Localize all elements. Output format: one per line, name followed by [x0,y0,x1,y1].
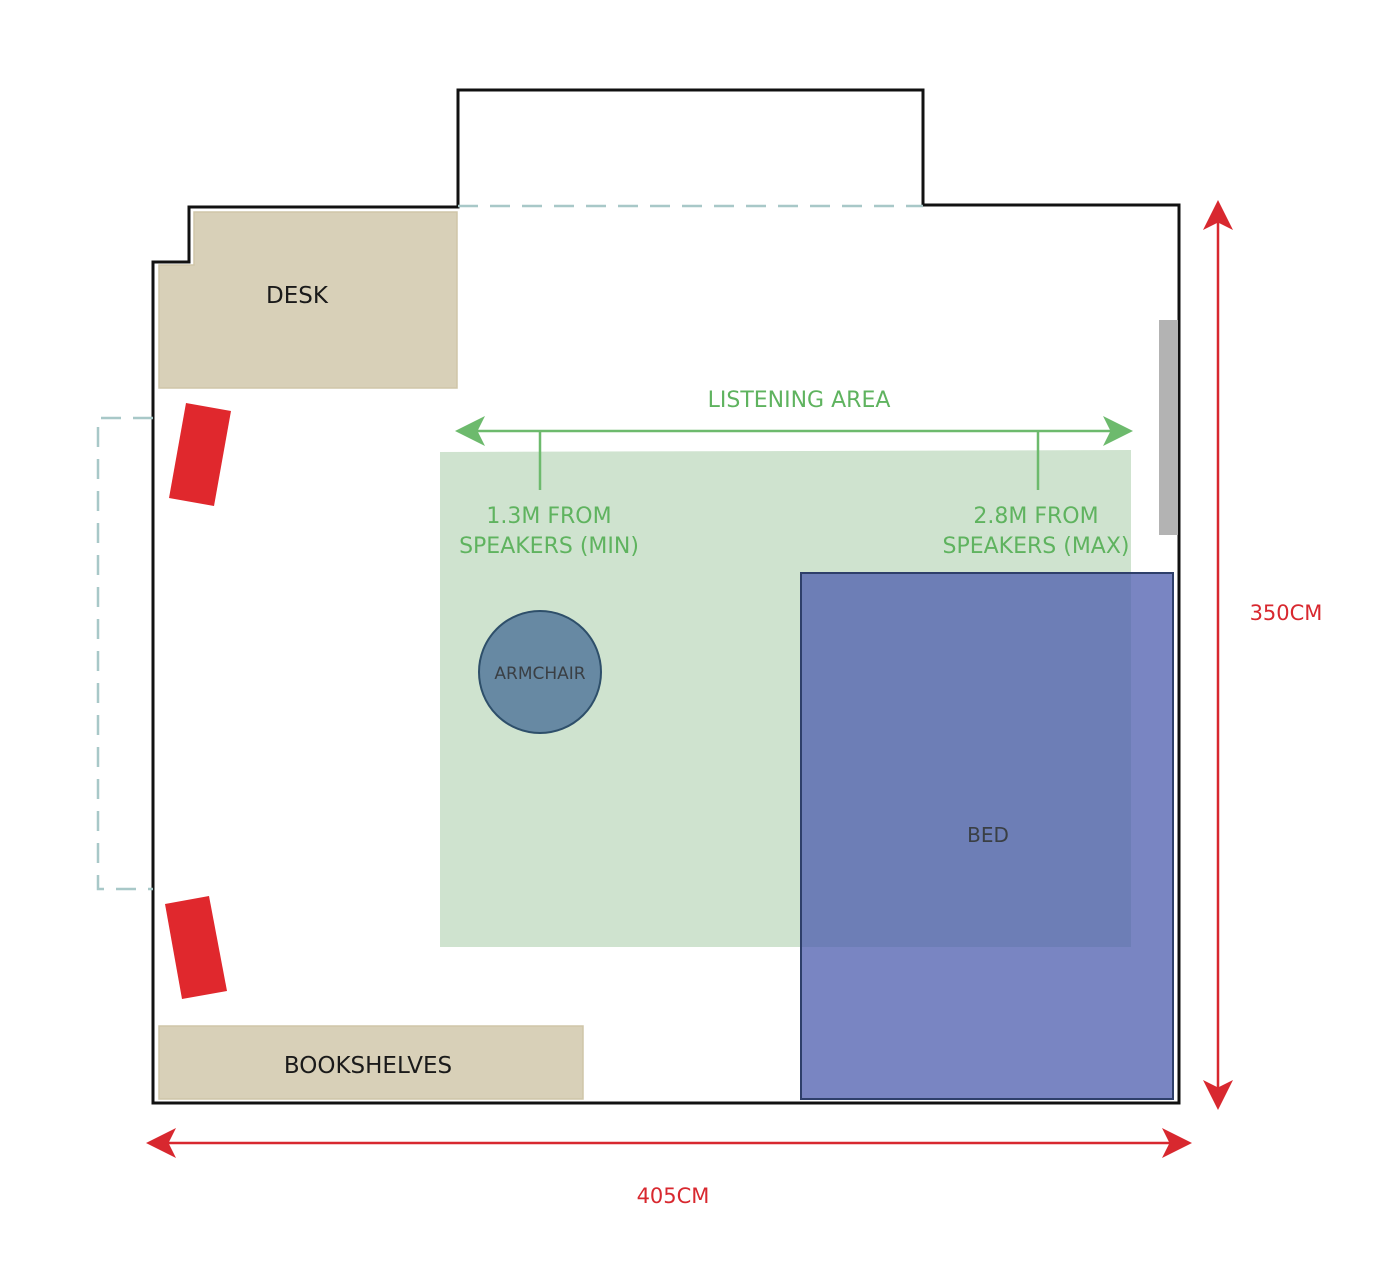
height-dimension-label: 350CM [1250,601,1323,625]
desk [158,211,458,389]
armchair [478,610,602,734]
radiator [1159,320,1178,535]
bookshelves-label: BOOKSHELVES [284,1053,452,1079]
bookshelves [158,1025,584,1100]
min-distance-line2: SPEAKERS (MIN) [459,534,639,559]
width-dimension-label: 405CM [637,1184,710,1208]
window-dashes [96,416,153,891]
armchair-label: ARMCHAIR [494,664,585,684]
listening-area-title: LISTENING AREA [708,388,891,413]
speaker-top [169,403,231,506]
desk-label: DESK [266,283,329,309]
speaker-bottom [165,896,227,999]
max-distance-line2: SPEAKERS (MAX) [942,534,1129,559]
bed [800,572,1174,1100]
max-distance-line1: 2.8M FROM [973,504,1098,529]
min-distance-line1: 1.3M FROM [486,504,611,529]
room-walls [151,88,1181,1105]
bed-label: BED [967,823,1009,847]
